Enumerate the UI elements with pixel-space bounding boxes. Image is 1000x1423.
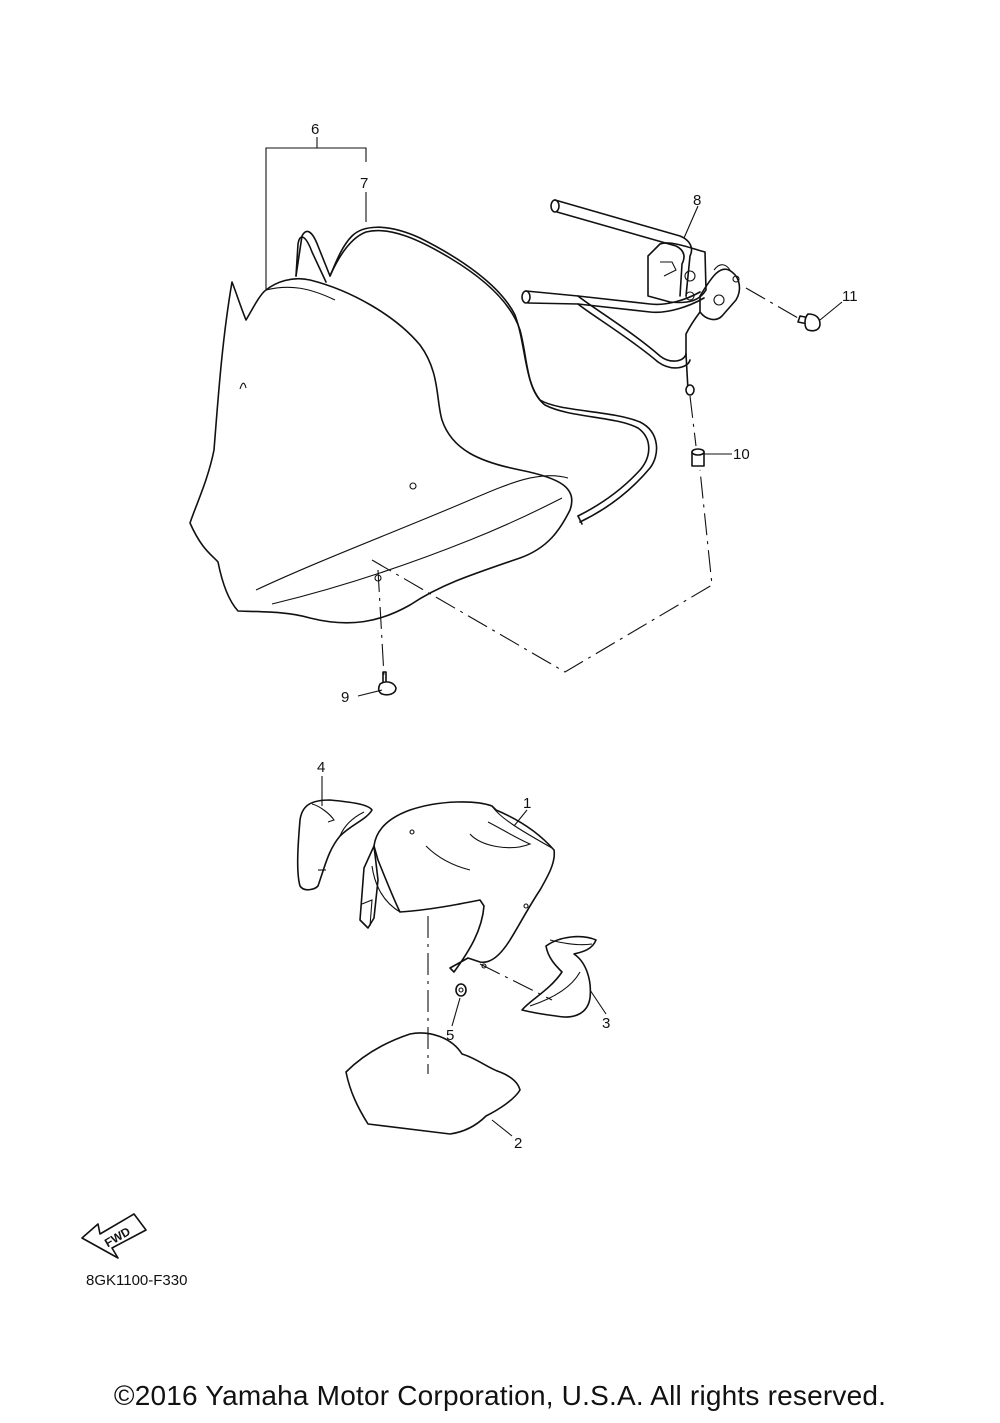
collar-5 (451, 963, 553, 1027)
callout-2: 2 (514, 1135, 522, 1152)
windshield-stay (521, 199, 741, 396)
side-cover-left (296, 776, 373, 891)
windshield (189, 277, 573, 624)
forward-direction-arrow: FWD (81, 1213, 147, 1259)
callout-10: 10 (733, 446, 750, 463)
callout-5: 5 (446, 1027, 454, 1044)
callout-9: 9 (341, 689, 349, 706)
side-cover-right (521, 935, 607, 1018)
callout-8-leader (683, 205, 699, 239)
callout-8: 8 (693, 192, 701, 209)
copyright-notice: ©2016 Yamaha Motor Corporation, U.S.A. A… (113, 1380, 887, 1411)
diagram-code: 8GK1100-F330 (86, 1272, 188, 1289)
nut-10 (689, 395, 732, 467)
bolt-11 (745, 287, 843, 332)
assembly-line-9-10 (371, 469, 713, 673)
lower-panel (345, 916, 521, 1137)
callout-3: 3 (602, 1015, 610, 1032)
front-cowl (359, 801, 556, 973)
callout-11: 11 (842, 288, 858, 305)
screw-9 (357, 569, 397, 697)
windshield-trim (295, 226, 658, 525)
callout-4: 4 (317, 759, 325, 776)
callout-6-bracket (265, 137, 367, 290)
callout-7: 7 (360, 175, 368, 192)
callout-1: 1 (523, 795, 531, 812)
callout-6: 6 (311, 121, 319, 138)
